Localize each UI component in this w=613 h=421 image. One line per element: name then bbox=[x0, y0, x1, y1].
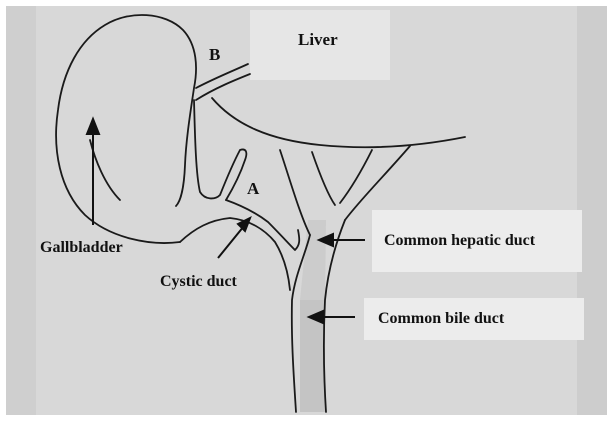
cystic-duct-label: Cystic duct bbox=[160, 274, 237, 290]
gallbladder-label: Gallbladder bbox=[40, 240, 123, 256]
liver-label: Liver bbox=[298, 31, 338, 48]
common-hepatic-duct-label: Common hepatic duct bbox=[384, 233, 535, 249]
b-label: B bbox=[209, 46, 220, 63]
a-label: A bbox=[247, 180, 259, 197]
common-bile-duct-label: Common bile duct bbox=[378, 311, 504, 327]
left-edge-shade bbox=[6, 6, 36, 415]
